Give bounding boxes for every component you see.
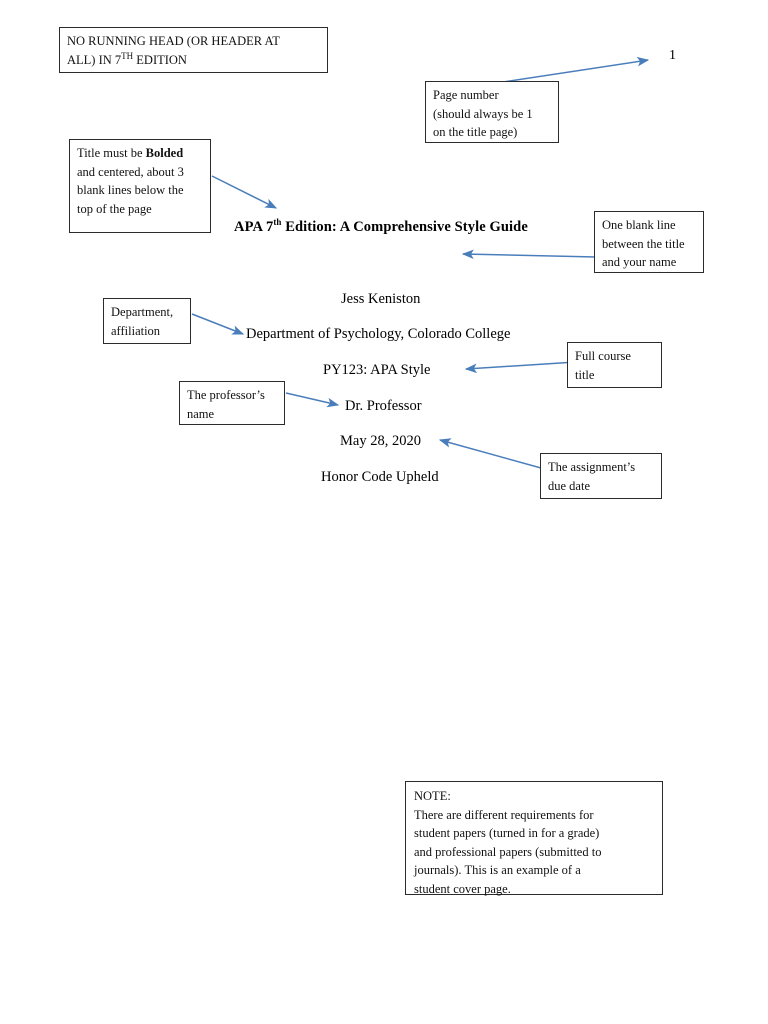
callout-note-line1: There are different requirements for [414, 807, 594, 822]
callout-note-line2: student papers (turned in for a grade) [414, 826, 600, 840]
cover-title: APA 7th Edition: A Comprehensive Style G… [234, 217, 528, 236]
cover-course: PY123: APA Style [323, 362, 431, 378]
page-number: 1 [669, 48, 676, 63]
callout-professor-name-line2: name [187, 406, 215, 421]
callout-course-title: Full course title [567, 342, 662, 388]
callout-course-title-line1: Full course [575, 349, 631, 363]
cover-title-suffix: Edition: A Comprehensive Style Guide [281, 219, 528, 235]
callout-page-number-line3: on the title page) [433, 125, 518, 139]
arrow-to-course [464, 361, 577, 374]
callout-title-rules-line2: and centered, about 3 [77, 164, 184, 179]
callout-department: Department, affiliation [103, 298, 191, 344]
cover-instructor: Dr. Professor [345, 398, 422, 414]
cover-honor-code: Honor Code Upheld [321, 469, 439, 485]
callout-running-head-line2: ALL) IN 7TH EDITION [67, 51, 320, 70]
callout-note: NOTE: There are different requirements f… [405, 781, 663, 896]
arrow-to-due-date [438, 438, 542, 469]
callout-title-rules-line3: blank lines below the [77, 183, 184, 197]
callout-page-number-line2: (should always be 1 [433, 106, 533, 121]
cover-title-superscript: th [273, 217, 282, 228]
callout-page-number-line1: Page number [433, 88, 499, 102]
callout-blank-line: One blank line between the title and you… [594, 211, 704, 273]
callout-title-rules-bold-word: Bolded [145, 146, 184, 160]
arrow-to-affiliation [191, 313, 245, 335]
callout-professor-name-line1: The professor’s [187, 388, 265, 402]
callout-department-line1: Department, [111, 305, 174, 319]
callout-due-date-line2: due date [548, 478, 590, 493]
callout-due-date: The assignment’s due date [540, 453, 662, 499]
callout-due-date-line1: The assignment’s [548, 460, 636, 474]
callout-professor-name: The professor’s name [179, 381, 285, 425]
callout-page-number: Page number (should always be 1 on the t… [425, 81, 559, 143]
callout-title-rules: Title must be Bolded and centered, about… [69, 139, 211, 233]
callout-department-line2: affiliation [111, 323, 161, 338]
cover-author: Jess Keniston [341, 291, 421, 307]
callout-note-line5: student cover page. [414, 881, 511, 896]
callout-note-line3: and professional papers (submitted to [414, 844, 602, 859]
callout-blank-line-line3: and your name [602, 255, 677, 269]
callout-course-title-line2: title [575, 367, 595, 382]
callout-note-heading: NOTE: [414, 789, 451, 803]
callout-running-head: NO RUNNING HEAD (OR HEADER AT ALL) IN 7T… [59, 27, 328, 73]
callout-running-head-line2-pre: ALL) IN 7 [67, 52, 122, 67]
callout-title-rules-line1-pre: Title must be [77, 146, 146, 160]
arrow-to-blank-line [461, 249, 597, 260]
cover-due-date: May 28, 2020 [340, 433, 421, 449]
callout-blank-line-line2: between the title [602, 236, 685, 251]
callout-running-head-line1: NO RUNNING HEAD (OR HEADER AT [67, 34, 280, 48]
cover-affiliation: Department of Psychology, Colorado Colle… [246, 326, 511, 342]
callout-title-rules-line4: top of the page [77, 201, 152, 216]
arrow-to-professor [285, 392, 340, 408]
arrow-to-title [211, 175, 278, 209]
cover-title-prefix: APA 7 [234, 219, 274, 235]
callout-note-line4: journals). This is an example of a [414, 863, 581, 877]
callout-title-rules-line1: Title must be Bolded [77, 144, 203, 163]
callout-running-head-superscript: TH [121, 50, 134, 61]
callout-blank-line-line1: One blank line [602, 218, 676, 232]
callout-running-head-line2-post: EDITION [133, 52, 187, 67]
